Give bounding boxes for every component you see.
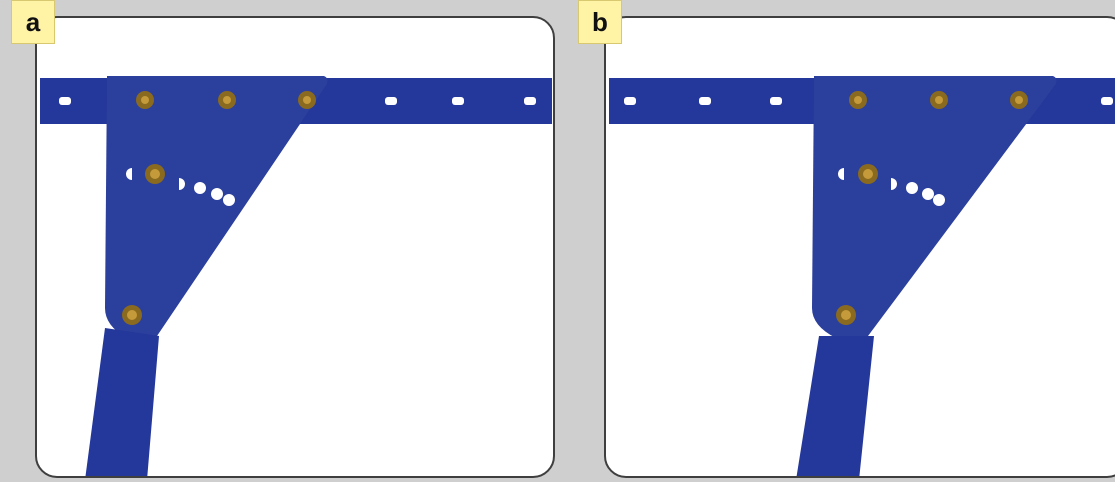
bar-holes [59, 97, 536, 105]
hole-icon [699, 97, 711, 105]
hole-icon [194, 182, 206, 194]
hole-icon [906, 182, 918, 194]
hole-icon [624, 97, 636, 105]
hole-icon [838, 168, 844, 180]
hole-icon [126, 168, 132, 180]
bracket-diagram-b [609, 76, 1115, 476]
hole-icon [211, 188, 223, 200]
bar-bolts [849, 91, 1028, 109]
adjust-holes [126, 164, 235, 206]
hole-icon [179, 178, 185, 190]
bracket-diagram-a [40, 76, 552, 476]
panel-b [604, 16, 1115, 478]
bar-holes [624, 97, 1113, 105]
panel-a [35, 16, 555, 478]
bar-bolts [136, 91, 316, 109]
hole-icon [891, 178, 897, 190]
hole-icon [223, 194, 235, 206]
panel-label-a: a [11, 0, 55, 44]
hole-icon [452, 97, 464, 105]
hole-icon [59, 97, 71, 105]
gusset-plate [105, 76, 328, 343]
hole-icon [1101, 97, 1113, 105]
hole-icon [933, 194, 945, 206]
adjust-holes [838, 164, 945, 206]
hole-icon [524, 97, 536, 105]
hole-icon [922, 188, 934, 200]
panel-label-b: b [578, 0, 622, 44]
vertical-arm [796, 336, 874, 476]
hole-icon [385, 97, 397, 105]
gusset-plate [812, 76, 1057, 343]
hole-icon [770, 97, 782, 105]
vertical-arm [85, 328, 159, 476]
